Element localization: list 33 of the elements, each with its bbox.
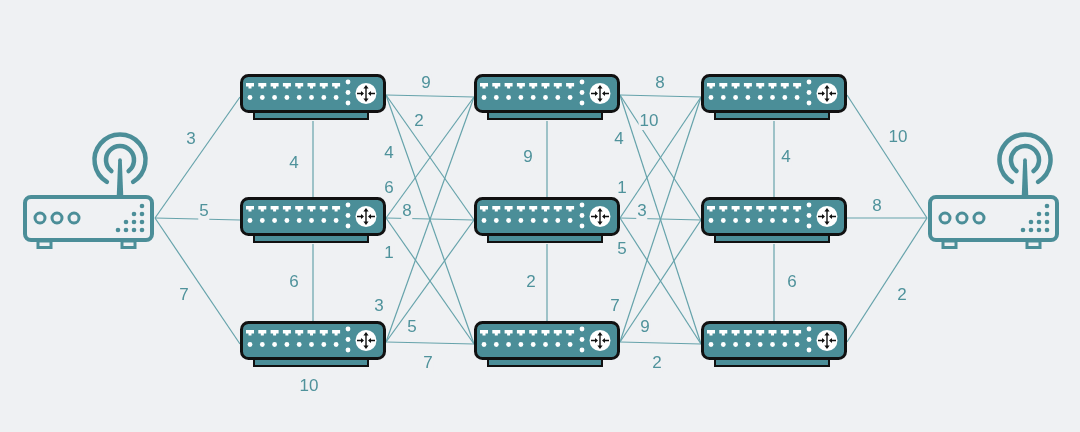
edge-label: 10 (638, 112, 660, 130)
connection-line (773, 243, 775, 322)
connection-line (846, 94, 928, 219)
network-switch-icon (240, 321, 386, 368)
connection-line (846, 217, 928, 343)
connection-line (154, 217, 241, 221)
connection-line (385, 94, 475, 98)
network-switch-icon (474, 197, 620, 244)
network-switch-icon (701, 74, 847, 121)
edge-label: 3 (636, 202, 648, 220)
connection-line (619, 341, 702, 345)
connection-line (312, 243, 314, 322)
connection-line (619, 94, 702, 98)
connection-line (385, 217, 475, 221)
connection-line (619, 217, 702, 221)
network-switch-icon (474, 74, 620, 121)
edge-label: 8 (401, 202, 413, 220)
connection-line (312, 120, 314, 198)
connection-line (385, 341, 475, 345)
network-switch-icon (701, 197, 847, 244)
connection-line (546, 243, 548, 322)
network-switch-icon (701, 321, 847, 368)
connection-line (154, 96, 241, 219)
wireless-router-icon (22, 130, 155, 250)
edge-label: 5 (198, 202, 210, 220)
connection-line (846, 217, 928, 219)
network-switch-icon (240, 74, 386, 121)
connection-line (546, 120, 548, 198)
connection-line (154, 217, 241, 345)
network-switch-icon (474, 321, 620, 368)
network-switch-icon (240, 197, 386, 244)
wireless-router-icon (927, 130, 1060, 250)
connection-line (773, 120, 775, 198)
